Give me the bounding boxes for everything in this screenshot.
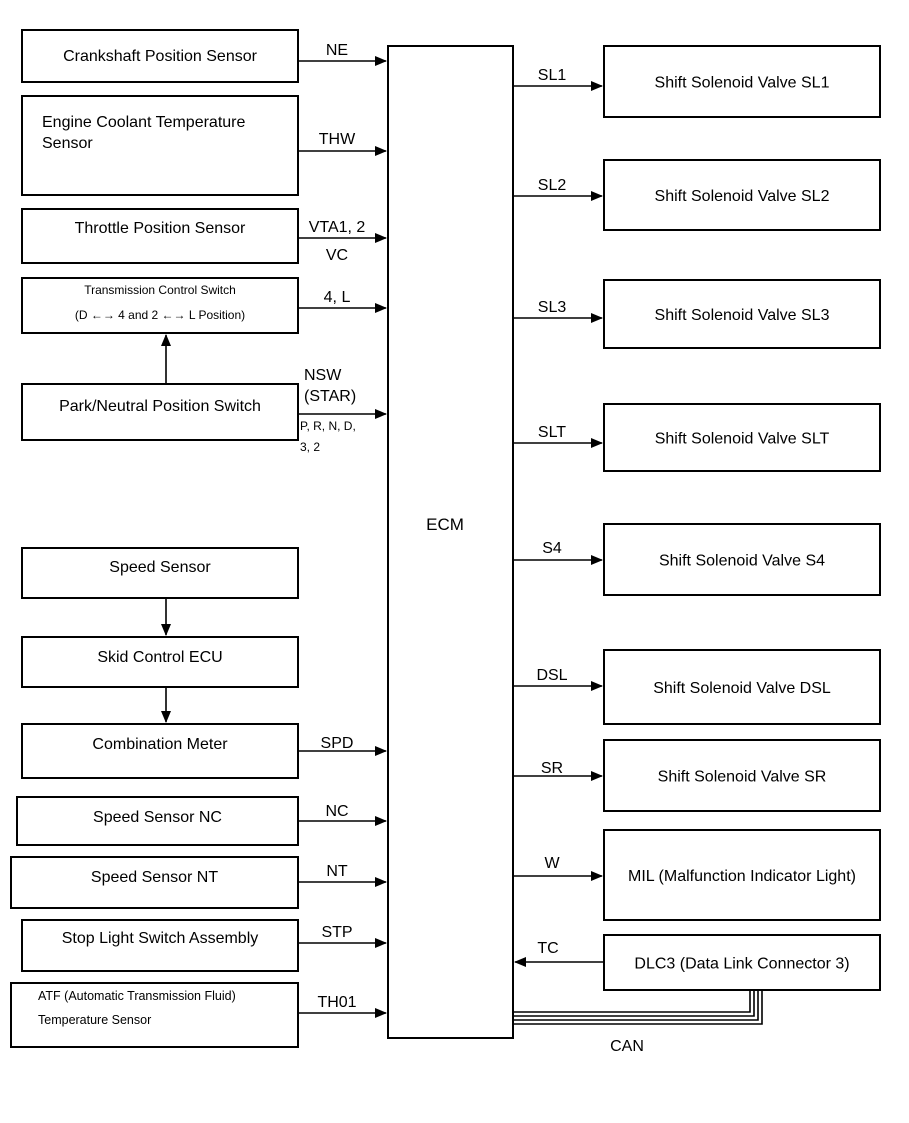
mil-label: MIL (Malfunction Indicator Light) [628,868,856,885]
can-line-3 [513,990,759,1021]
sr-label: Shift Solenoid Valve SR [658,769,827,786]
output-sl1: Shift Solenoid Valve SL1 SL1 [513,45,881,118]
atf-temp-signal-label: TH01 [317,994,356,1011]
slt-signal-label: SLT [538,424,566,441]
atf-temp-label: Temperature Sensor [38,1013,151,1027]
park-neutral-signal-label: 3, 2 [300,440,320,454]
speed-sensor-label: Speed Sensor [109,559,211,576]
speed-nt-signal-label: NT [326,863,348,880]
can-line-1 [513,990,751,1013]
sl3-box [603,279,881,349]
combination-meter-signal-label: SPD [321,735,354,752]
skid-ecu-box [21,636,299,688]
output-s4: Shift Solenoid Valve S4 S4 [513,523,881,596]
park-neutral-signal-label: P, R, N, D, [300,419,356,433]
dsl-box [603,649,881,725]
sl1-signal-label: SL1 [538,67,567,84]
combination-meter-label: Combination Meter [92,736,228,753]
input-speed-nt: Speed Sensor NT NT [10,856,387,909]
park-neutral-signal-label: (STAR) [304,388,356,405]
trans-control-label: (D ←→ 4 and 2 ←→ L Position) [75,308,245,322]
slt-box [603,403,881,472]
throttle-box [21,208,299,264]
output-dsl: Shift Solenoid Valve DSL DSL [513,649,881,725]
output-sl2: Shift Solenoid Valve SL2 SL2 [513,159,881,231]
input-skid-ecu: Skid Control ECU [21,636,299,688]
output-dlc3: DLC3 (Data Link Connector 3) TC [514,934,881,991]
sl2-label: Shift Solenoid Valve SL2 [655,188,830,205]
output-sl3: Shift Solenoid Valve SL3 SL3 [513,279,881,349]
crankshaft-label: Crankshaft Position Sensor [63,48,258,65]
dlc3-box [603,934,881,991]
dsl-signal-label: DSL [536,667,567,684]
coolant-box [21,95,299,196]
stop-light-signal-label: STP [321,924,352,941]
mil-box [603,829,881,921]
s4-label: Shift Solenoid Valve S4 [659,553,825,570]
sl1-box [603,45,881,118]
speed-nc-signal-label: NC [325,803,348,820]
input-trans-control: Transmission Control Switch (D ←→ 4 and 2… [21,277,387,334]
can-line-2 [513,990,755,1017]
trans-control-label: Transmission Control Switch [84,283,236,297]
coolant-signal-label: THW [319,131,356,148]
dlc3-signal-label: TC [537,940,558,957]
can-bus: CAN [513,990,763,1055]
output-sr: Shift Solenoid Valve SR SR [513,739,881,812]
throttle-signal-label: VTA1, 2 [309,219,366,236]
input-crankshaft: Crankshaft Position Sensor NE [21,29,387,83]
trans-control-signal-label: 4, L [324,289,351,306]
sl1-label: Shift Solenoid Valve SL1 [655,75,830,92]
input-speed-sensor: Speed Sensor [21,547,299,599]
s4-box [603,523,881,596]
park-neutral-label: Park/Neutral Position Switch [59,398,261,415]
ecm-label: ECM [426,515,464,534]
stop-light-label: Stop Light Switch Assembly [62,930,259,947]
coolant-label: Sensor [42,135,93,152]
sl3-signal-label: SL3 [538,299,567,316]
can-label: CAN [610,1038,644,1055]
skid-ecu-label: Skid Control ECU [97,649,222,666]
stop-light-box [21,919,299,972]
sr-signal-label: SR [541,760,563,777]
input-atf-temp: ATF (Automatic Transmission Fluid) Temper… [10,982,387,1048]
coolant-label: Engine Coolant Temperature [42,114,245,131]
park-neutral-signal-label: NSW [304,367,342,384]
throttle-signal-label: VC [326,247,348,264]
output-mil: MIL (Malfunction Indicator Light) W [513,829,881,921]
atf-temp-box [10,982,299,1048]
input-combination-meter: Combination Meter SPD [21,723,387,779]
can-line-4 [513,990,763,1025]
slt-label: Shift Solenoid Valve SLT [655,431,830,448]
crankshaft-box [21,29,299,83]
output-slt: Shift Solenoid Valve SLT SLT [513,403,881,472]
speed-sensor-box [21,547,299,599]
dlc3-label: DLC3 (Data Link Connector 3) [634,956,849,973]
ecm-box [387,45,514,1039]
input-stop-light: Stop Light Switch Assembly STP [21,919,387,972]
sl2-box [603,159,881,231]
sl3-label: Shift Solenoid Valve SL3 [655,307,830,324]
speed-nc-box [16,796,299,846]
park-neutral-box [21,383,299,441]
input-throttle: Throttle Position Sensor VTA1, 2 VC [21,208,387,264]
s4-signal-label: S4 [542,540,562,557]
input-devices: Crankshaft Position Sensor NE Engine Coola… [10,29,387,1048]
mil-signal-label: W [544,855,560,872]
crankshaft-signal-label: NE [326,42,348,59]
input-speed-nc: Speed Sensor NC NC [16,796,387,846]
speed-nt-label: Speed Sensor NT [91,869,218,886]
sl2-signal-label: SL2 [538,177,567,194]
sr-box [603,739,881,812]
speed-nc-label: Speed Sensor NC [93,809,222,826]
throttle-label: Throttle Position Sensor [75,220,246,237]
input-park-neutral: Park/Neutral Position Switch NSW (STAR) P, … [21,367,387,454]
atf-temp-label: ATF (Automatic Transmission Fluid) [38,989,236,1003]
trans-control-box [21,277,299,334]
dsl-label: Shift Solenoid Valve DSL [653,680,831,697]
